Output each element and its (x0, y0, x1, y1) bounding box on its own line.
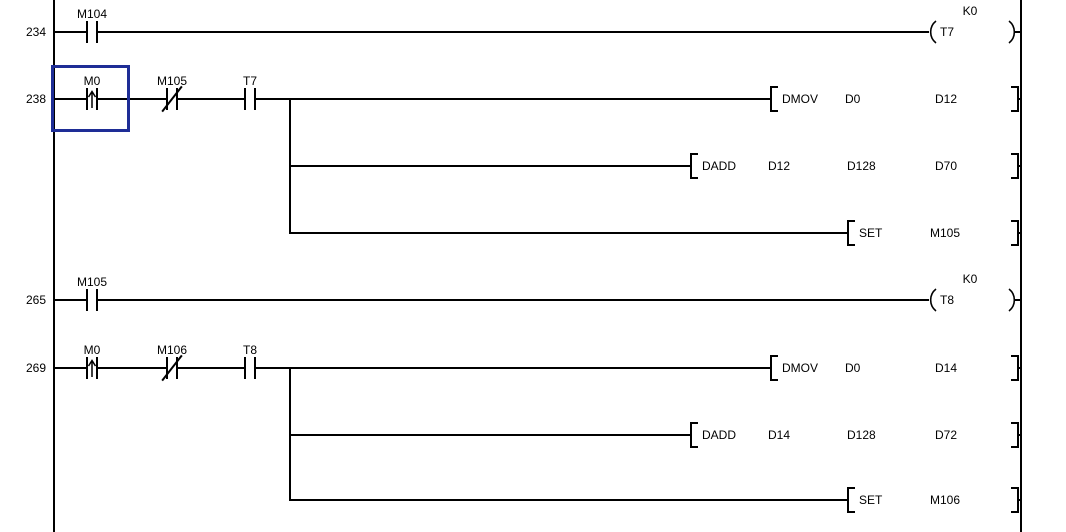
contact-device-label: M0 (83, 343, 101, 357)
instruction-operand[interactable]: M106 (930, 493, 961, 507)
coil-device-label[interactable]: T8 (940, 293, 955, 307)
instruction-operand[interactable]: D0 (845, 361, 861, 375)
instruction-open-bracket-icon (847, 487, 855, 513)
right-power-rail (1020, 0, 1022, 532)
instruction-name[interactable]: DADD (702, 428, 737, 442)
selection-cursor-box (51, 65, 130, 132)
coil-rail-tick (1015, 299, 1021, 301)
contact-device-label: M105 (76, 275, 108, 289)
rung-step-number: 234 (25, 25, 46, 39)
contact-normally-open[interactable] (244, 88, 256, 110)
instruction-operand[interactable]: M105 (930, 226, 961, 240)
instruction-operand[interactable]: D72 (935, 428, 958, 442)
branch-wire (291, 434, 691, 436)
instruction-operand[interactable]: D12 (935, 92, 958, 106)
timer-preset-label: K0 (962, 272, 978, 286)
instruction-open-bracket-icon (690, 422, 698, 448)
contact-device-label: M0 (83, 74, 101, 88)
contact-normally-open[interactable] (244, 357, 256, 379)
bracket-rail-tick (1017, 499, 1021, 501)
branch-wire (291, 232, 848, 234)
instruction-name[interactable]: DMOV (782, 92, 818, 106)
rung-wire (54, 98, 771, 100)
rung-wire (54, 31, 929, 33)
branch-vertical-wire (289, 98, 291, 234)
instruction-name[interactable]: SET (859, 226, 883, 240)
rung-wire (54, 299, 929, 301)
instruction-operand[interactable]: D128 (847, 428, 876, 442)
coil-open-paren-icon (929, 20, 937, 44)
coil-rail-tick (1015, 31, 1021, 33)
instruction-operand[interactable]: D70 (935, 159, 958, 173)
instruction-name[interactable]: SET (859, 493, 883, 507)
branch-vertical-wire (289, 367, 291, 501)
contact-normally-open[interactable] (86, 289, 98, 311)
bracket-rail-tick (1017, 367, 1021, 369)
instruction-open-bracket-icon (770, 355, 778, 381)
instruction-operand[interactable]: D0 (845, 92, 861, 106)
branch-wire (291, 499, 848, 501)
instruction-operand[interactable]: D128 (847, 159, 876, 173)
instruction-open-bracket-icon (690, 153, 698, 179)
instruction-open-bracket-icon (847, 220, 855, 246)
rung-step-number: 265 (25, 293, 46, 307)
contact-device-label: M105 (156, 74, 188, 88)
rung-step-number: 269 (25, 361, 46, 375)
contact-device-label: M106 (156, 343, 188, 357)
instruction-name[interactable]: DMOV (782, 361, 818, 375)
contact-device-label: T8 (242, 343, 257, 357)
rung-wire (54, 367, 771, 369)
rising-edge-arrow-icon (87, 359, 97, 377)
instruction-operand[interactable]: D12 (768, 159, 791, 173)
bracket-rail-tick (1017, 165, 1021, 167)
contact-normally-open[interactable] (86, 21, 98, 43)
instruction-operand[interactable]: D14 (935, 361, 958, 375)
contact-device-label: T7 (242, 74, 257, 88)
coil-close-paren-icon (1008, 288, 1016, 312)
bracket-rail-tick (1017, 434, 1021, 436)
instruction-name[interactable]: DADD (702, 159, 737, 173)
contact-device-label: M104 (76, 7, 108, 21)
instruction-operand[interactable]: D14 (768, 428, 791, 442)
timer-preset-label: K0 (962, 4, 978, 18)
coil-device-label[interactable]: T7 (940, 25, 955, 39)
instruction-open-bracket-icon (770, 86, 778, 112)
bracket-rail-tick (1017, 232, 1021, 234)
left-power-rail (53, 0, 55, 532)
coil-close-paren-icon (1008, 20, 1016, 44)
bracket-rail-tick (1017, 98, 1021, 100)
branch-wire (291, 165, 691, 167)
rung-step-number: 238 (25, 92, 46, 106)
rising-edge-arrow-icon (87, 90, 97, 108)
coil-open-paren-icon (929, 288, 937, 312)
